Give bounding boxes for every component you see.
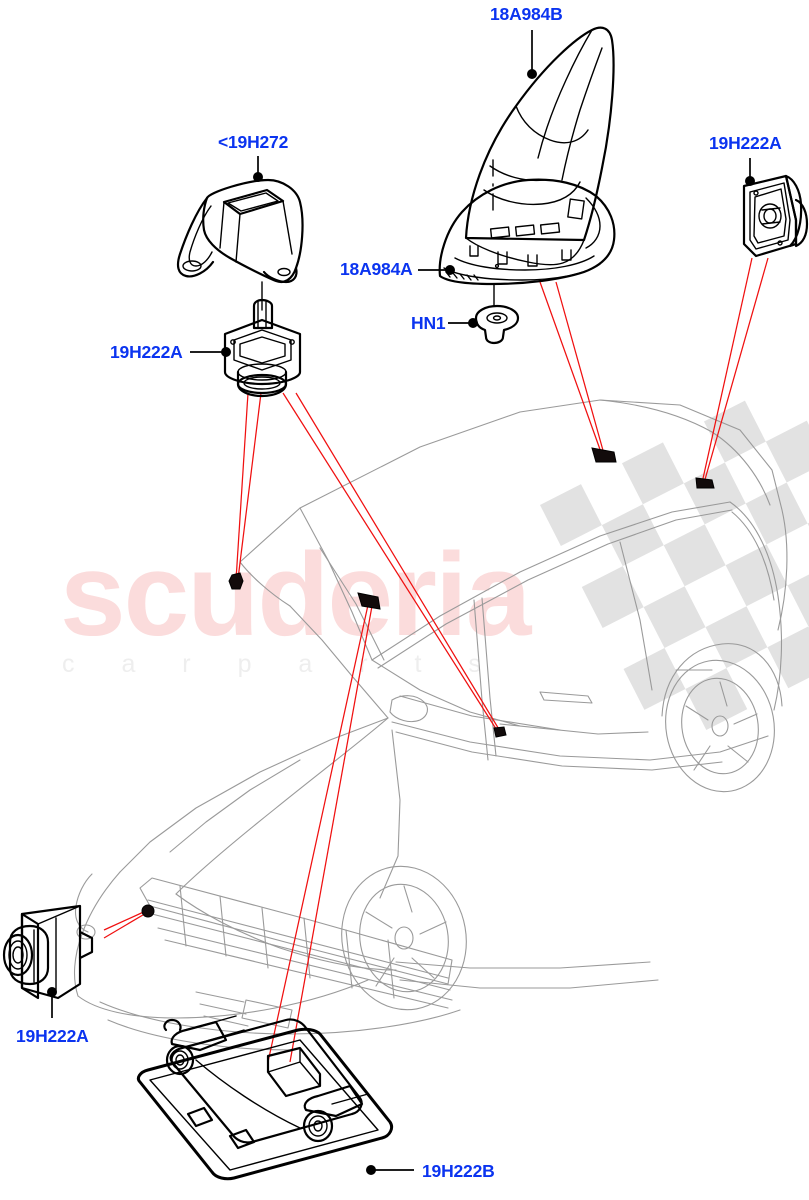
label-HN1: HN1	[411, 313, 446, 333]
front-bumper-marker	[141, 904, 155, 918]
callout-line-5	[539, 281, 603, 456]
label-19H222B: 19H222B	[422, 1161, 495, 1181]
part-19H272-camera-bracket	[176, 178, 304, 284]
part-18A984B-antenna-cover	[464, 26, 615, 266]
label-19H222A-module: 19H222A	[110, 342, 183, 362]
part-labels: 18A984B <19H272 19H222A 18A984A 19H222A …	[16, 4, 782, 1181]
callout-line-12	[289, 605, 373, 1063]
callout-line-8	[703, 257, 769, 484]
callout-line-2	[237, 392, 262, 580]
label-18A984B: 18A984B	[490, 4, 563, 24]
label-19H222A-rear: 19H222A	[709, 133, 782, 153]
callout-line-10	[103, 911, 149, 939]
windscreen-mount-marker	[228, 572, 244, 590]
mirror-mount-marker	[357, 592, 381, 610]
watermark-secondary: c a r p a r t s	[62, 650, 501, 678]
callout-line-11	[267, 604, 369, 1063]
callout-line-1	[235, 392, 249, 581]
mount-point-markers	[141, 447, 715, 918]
watermark-primary: scuderia	[60, 529, 533, 661]
watermark-group: scuderia c a r p a r t s	[60, 529, 535, 678]
tailgate-camera-marker	[695, 477, 715, 489]
callout-lines	[103, 257, 769, 1063]
roof-antenna-marker	[591, 447, 617, 463]
callout-line-6	[555, 281, 605, 455]
label-19H272: <19H272	[218, 132, 289, 152]
label-19H222A-front: 19H222A	[16, 1026, 89, 1046]
callout-line-4	[295, 392, 501, 732]
callout-line-7	[701, 257, 753, 484]
callout-line-3	[282, 392, 499, 733]
part-19H222A-rear-view-camera	[742, 174, 809, 258]
part-19H222B-control-module	[136, 1015, 394, 1181]
label-18A984A: 18A984A	[340, 259, 413, 279]
part-HN1-nut	[474, 283, 520, 345]
part-19H222A-camera-module	[223, 281, 302, 398]
leader-lines	[47, 30, 755, 1175]
vehicle-outline	[74, 399, 788, 1051]
rear-lower-marker	[493, 726, 507, 738]
callout-line-9	[103, 909, 149, 931]
part-19H222A-front-camera	[2, 904, 94, 1000]
